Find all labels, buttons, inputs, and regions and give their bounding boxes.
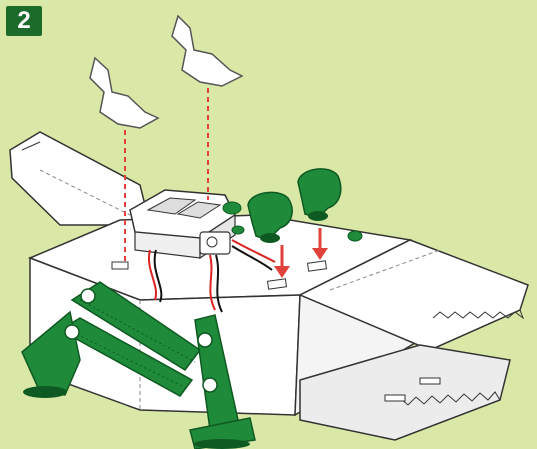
battery-box [130, 190, 235, 258]
crocodile-tail [10, 132, 150, 225]
bird-shape-icon [90, 58, 158, 128]
eye-part [298, 169, 341, 221]
bird-shape-icon [172, 16, 242, 86]
